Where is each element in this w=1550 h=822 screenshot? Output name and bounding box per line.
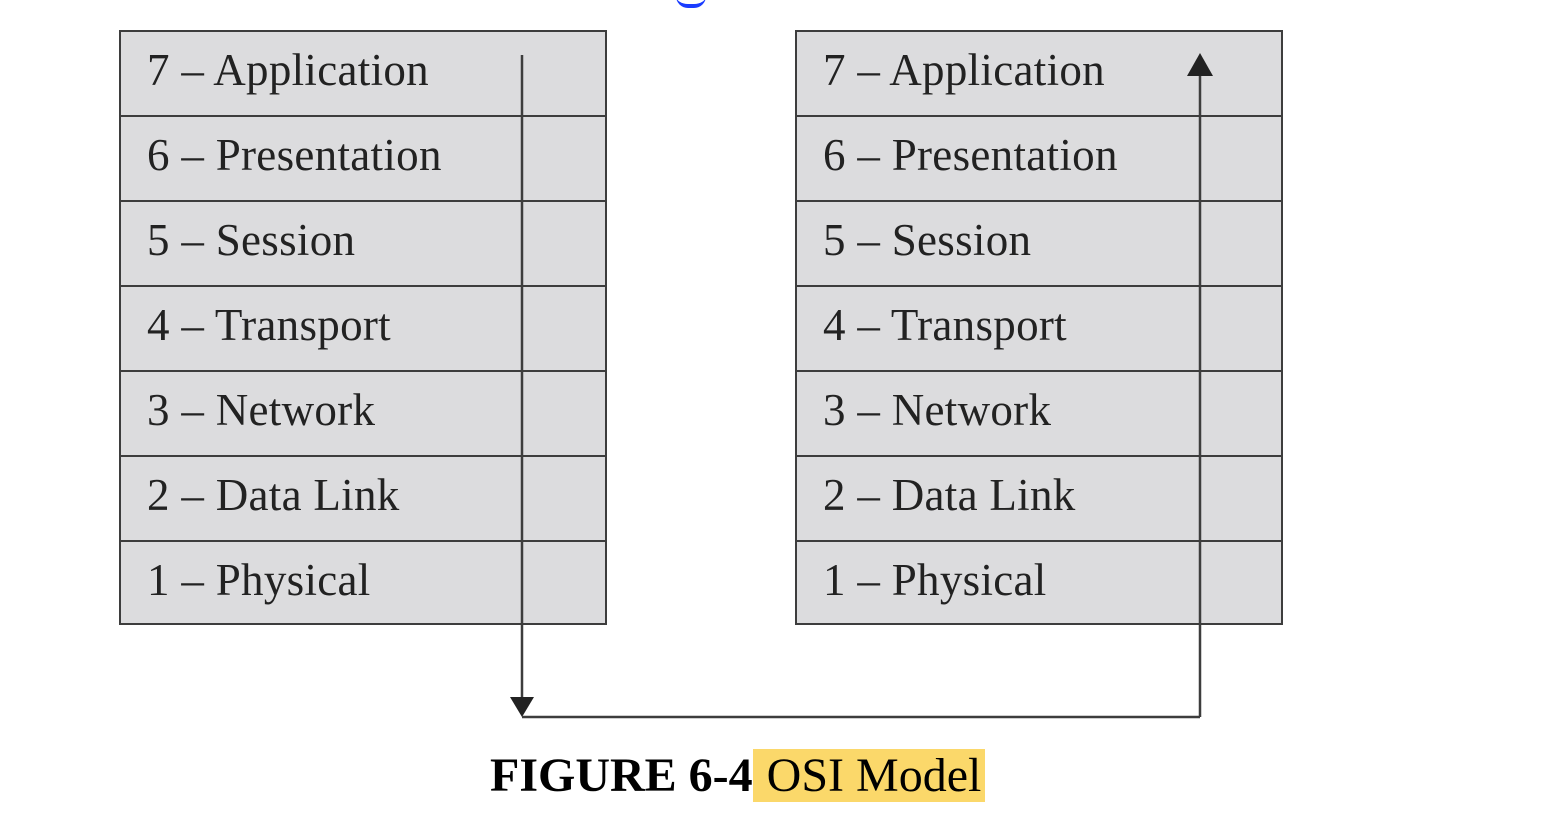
right-layer-physical: 1 – Physical [797, 542, 1281, 623]
left-layer-transport: 4 – Transport [121, 287, 605, 372]
down-arrow-icon [510, 697, 534, 717]
layer-label: 3 – Network [823, 385, 1052, 435]
right-layer-session: 5 – Session [797, 202, 1281, 287]
right-osi-stack: 7 – Application 6 – Presentation 5 – Ses… [795, 30, 1283, 625]
left-layer-session: 5 – Session [121, 202, 605, 287]
layer-label: 7 – Application [147, 45, 429, 95]
layer-label: 3 – Network [147, 385, 376, 435]
link-fragment[interactable] [676, 0, 706, 8]
layer-label: 5 – Session [823, 215, 1032, 265]
left-layer-presentation: 6 – Presentation [121, 117, 605, 202]
right-layer-network: 3 – Network [797, 372, 1281, 457]
right-layer-data-link: 2 – Data Link [797, 457, 1281, 542]
left-layer-data-link: 2 – Data Link [121, 457, 605, 542]
left-layer-physical: 1 – Physical [121, 542, 605, 623]
layer-label: 4 – Transport [147, 300, 391, 350]
left-osi-stack: 7 – Application 6 – Presentation 5 – Ses… [119, 30, 607, 625]
layer-label: 6 – Presentation [147, 130, 442, 180]
layer-label: 1 – Physical [823, 555, 1047, 605]
right-layer-transport: 4 – Transport [797, 287, 1281, 372]
right-layer-presentation: 6 – Presentation [797, 117, 1281, 202]
layer-label: 2 – Data Link [147, 470, 400, 520]
left-layer-network: 3 – Network [121, 372, 605, 457]
left-layer-application: 7 – Application [121, 32, 605, 117]
figure-title: OSI Model [752, 749, 986, 802]
layer-label: 1 – Physical [147, 555, 371, 605]
layer-label: 2 – Data Link [823, 470, 1076, 520]
figure-number: FIGURE 6-4 [490, 749, 753, 802]
layer-label: 7 – Application [823, 45, 1105, 95]
layer-label: 4 – Transport [823, 300, 1067, 350]
layer-label: 5 – Session [147, 215, 356, 265]
right-layer-application: 7 – Application [797, 32, 1281, 117]
layer-label: 6 – Presentation [823, 130, 1118, 180]
